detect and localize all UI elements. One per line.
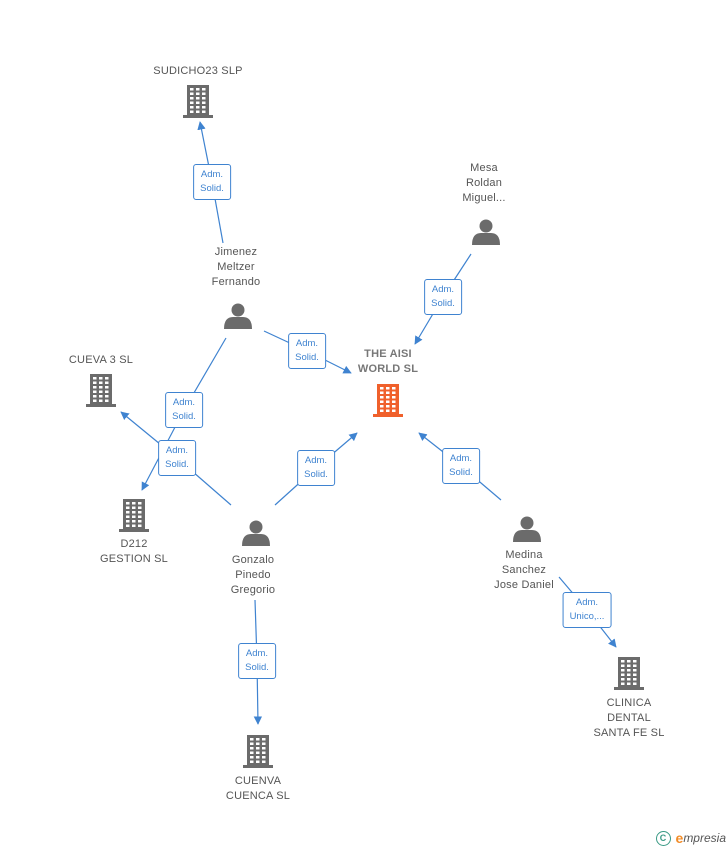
edge-label-line: Adm. bbox=[295, 338, 319, 349]
node-label-line: DENTAL bbox=[607, 712, 651, 724]
node-label-line: Fernando bbox=[211, 276, 261, 288]
node-label-line: SUDICHO23 SLP bbox=[153, 65, 243, 77]
node-label-the-aisi-world: THE AISI WORLD SL bbox=[358, 347, 418, 377]
building-icon bbox=[86, 374, 116, 407]
edge-label-line: Adm. bbox=[165, 445, 189, 456]
node-label-line: Meltzer bbox=[217, 261, 255, 273]
person-icon bbox=[224, 303, 252, 329]
edge-label-line: Adm. bbox=[245, 648, 269, 659]
node-label-line: CUEVA 3 SL bbox=[68, 354, 134, 366]
node-label-cuenva-cuenca: CUENVA CUENCA SL bbox=[226, 774, 290, 804]
node-label-line: Gonzalo bbox=[231, 554, 275, 566]
node-label-line: CUENVA bbox=[234, 775, 282, 787]
building-icon bbox=[373, 384, 403, 417]
edge-label-line: Adm. bbox=[575, 597, 599, 608]
edge-label-gonzalo-pinedo-to-the-aisi-world: Adm. Solid. bbox=[297, 450, 335, 486]
edge-label-medina-sanchez-to-clinica-dental: Adm. Unico,... bbox=[562, 592, 612, 628]
node-label-line: GESTION SL bbox=[99, 553, 169, 565]
edge-label-line: Unico,... bbox=[569, 611, 605, 622]
brand-name: mpresia bbox=[683, 831, 726, 845]
edge-label-line: Solid. bbox=[165, 459, 189, 470]
node-label-line: Roldan bbox=[465, 177, 503, 189]
edge-label-jimenez-meltzer-to-d212: Adm. Solid. bbox=[165, 392, 203, 428]
node-label-line: Sanchez bbox=[501, 564, 547, 576]
brand-initial: e bbox=[675, 830, 684, 846]
node-label-line: THE AISI bbox=[364, 348, 412, 360]
edge-label-line: Adm. bbox=[200, 169, 224, 180]
copyright-icon: C bbox=[655, 830, 671, 846]
edge-label-line: Adm. bbox=[172, 397, 196, 408]
edge-label-line: Solid. bbox=[245, 662, 269, 673]
edge-label-line: Solid. bbox=[200, 183, 224, 194]
node-label-line: Miguel... bbox=[462, 192, 506, 204]
node-label-line: Medina bbox=[505, 549, 543, 561]
footer-brand: C e mpresia bbox=[655, 830, 726, 846]
building-icon bbox=[243, 735, 273, 768]
node-label-line: Gregorio bbox=[230, 584, 276, 596]
edge-label-line: Adm. bbox=[449, 453, 473, 464]
node-label-line: Jose Daniel bbox=[494, 579, 554, 591]
edge-label-line: Solid. bbox=[431, 298, 455, 309]
edge-label-gonzalo-pinedo-to-cuenva-cuenca: Adm. Solid. bbox=[238, 643, 276, 679]
edge-label-jimenez-meltzer-to-the-aisi-world: Adm. Solid. bbox=[288, 333, 326, 369]
node-label-line: SANTA FE SL bbox=[593, 727, 665, 739]
edge-label-line: Solid. bbox=[295, 352, 319, 363]
person-icon bbox=[242, 520, 270, 546]
building-icon bbox=[183, 85, 213, 118]
icons-layer bbox=[86, 85, 644, 768]
node-label-line: CUENCA SL bbox=[225, 790, 291, 802]
edge-label-gonzalo-pinedo-to-cueva3: Adm. Solid. bbox=[158, 440, 196, 476]
building-icon bbox=[614, 657, 644, 690]
node-label-line: Pinedo bbox=[235, 569, 271, 581]
node-label-clinica-dental: CLINICA DENTAL SANTA FE SL bbox=[593, 696, 664, 741]
edge-label-line: Adm. bbox=[431, 284, 455, 295]
node-label-line: Mesa bbox=[470, 162, 498, 174]
edge-label-line: Solid. bbox=[304, 469, 328, 480]
edge-label-jimenez-meltzer-to-sudicho23: Adm. Solid. bbox=[193, 164, 231, 200]
edge-label-medina-sanchez-to-the-aisi-world: Adm. Solid. bbox=[442, 448, 480, 484]
edge-label-line: Solid. bbox=[449, 467, 473, 478]
node-label-cueva3: CUEVA 3 SL bbox=[69, 353, 133, 368]
edge-label-line: Solid. bbox=[172, 411, 196, 422]
edge-label-mesa-roldan-to-the-aisi-world: Adm. Solid. bbox=[424, 279, 462, 315]
edge-label-line: Adm. bbox=[304, 455, 328, 466]
node-label-sudicho23: SUDICHO23 SLP bbox=[153, 64, 242, 79]
person-icon bbox=[472, 219, 500, 245]
node-label-line: CLINICA bbox=[606, 697, 652, 709]
node-label-line: D212 bbox=[120, 538, 148, 550]
node-label-line: Jimenez bbox=[214, 246, 258, 258]
building-icon bbox=[119, 499, 149, 532]
node-label-line: WORLD SL bbox=[357, 363, 419, 375]
person-icon bbox=[513, 516, 541, 542]
